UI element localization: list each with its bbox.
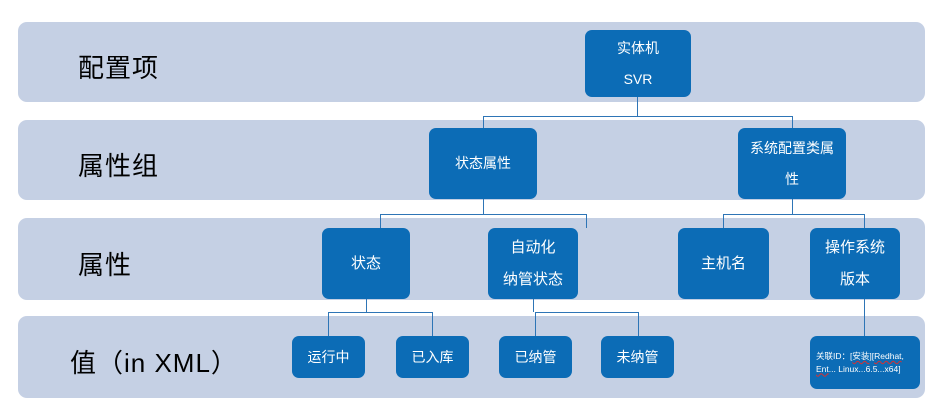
- connector-value-running-down: [328, 312, 329, 336]
- connector-group-sysconfig-down: [792, 116, 793, 128]
- connector-attr-osversion-down: [864, 214, 865, 228]
- node-attr-hostname-line1: 主机名: [700, 254, 746, 272]
- node-value-xml-line1-redhat: Redhat: [874, 351, 902, 362]
- node-value-xml-line1-mid: ][: [869, 351, 875, 362]
- node-attr-os-version[interactable]: 操作系统 版本: [810, 228, 900, 299]
- node-root-physical-server[interactable]: 实体机 SVR: [585, 30, 691, 97]
- connector-sysconfig-group-down: [792, 199, 793, 214]
- connector-attr-state-down: [380, 214, 381, 228]
- node-group-status-attributes[interactable]: 状态属性: [429, 128, 537, 199]
- node-attr-automation-line2: 纳管状态: [502, 270, 563, 288]
- node-value-unmanaged[interactable]: 未纳管: [601, 336, 674, 378]
- node-value-xml-line1-prefix: 关联ID：[: [816, 351, 853, 362]
- band-configuration-item: [18, 22, 925, 102]
- node-attr-automation-line1: 自动化: [510, 239, 556, 257]
- node-value-managed-label: 已纳管: [514, 348, 557, 365]
- connector-status-group-down: [483, 199, 484, 214]
- connector-value-unmanaged-down: [638, 312, 639, 336]
- node-attr-osversion-line2: 版本: [839, 270, 870, 288]
- connector-sysconfig-attr-bus: [723, 214, 864, 215]
- node-value-xml-line1: 关联ID：[安装][Redhat,: [816, 350, 914, 362]
- band-value-xml: [18, 316, 925, 398]
- connector-value-instock-down: [432, 312, 433, 336]
- node-group-sysconfig-line1: 系统配置类属: [750, 140, 834, 157]
- node-attr-state-line1: 状态: [350, 254, 381, 272]
- connector-attr-automation-down: [586, 214, 587, 228]
- connector-automation-value-bus: [535, 312, 638, 313]
- node-value-xml-line2-mid: ... Linux...6.5...x64]: [828, 363, 901, 374]
- connector-status-attr-bus: [380, 214, 586, 215]
- node-value-xml-line1-suffix: ,: [901, 351, 904, 362]
- band-label-value-xml: 值（in XML）: [70, 348, 238, 378]
- connector-group-bus: [483, 116, 792, 117]
- node-value-unmanaged-label: 未纳管: [616, 348, 659, 365]
- node-attr-state[interactable]: 状态: [322, 228, 410, 299]
- band-label-attribute: 属性: [78, 250, 133, 280]
- node-value-managed[interactable]: 已纳管: [499, 336, 572, 378]
- connector-automation-down: [533, 299, 534, 312]
- node-attr-hostname[interactable]: 主机名: [678, 228, 769, 299]
- node-root-line1: 实体机: [617, 40, 659, 57]
- node-attr-osversion-line1: 操作系统: [824, 239, 885, 257]
- connector-osversion-down: [864, 299, 865, 336]
- connector-value-managed-down: [535, 312, 536, 336]
- connector-attr-hostname-down: [723, 214, 724, 228]
- connector-state-value-bus: [328, 312, 432, 313]
- node-root-line2: SVR: [623, 70, 653, 87]
- node-value-os-version-xml[interactable]: 关联ID：[安装][Redhat, Ent... Linux...6.5...x…: [810, 336, 920, 389]
- connector-root-down: [637, 97, 638, 116]
- node-value-running-label: 运行中: [307, 348, 350, 365]
- band-label-attribute-group: 属性组: [78, 151, 160, 181]
- band-label-configuration-item: 配置项: [78, 53, 160, 83]
- node-value-in-stock[interactable]: 已入库: [396, 336, 469, 378]
- node-group-status-line1: 状态属性: [455, 155, 511, 172]
- node-value-xml-line1-install: 安装: [852, 351, 870, 362]
- connector-group-status-down: [483, 116, 484, 128]
- node-value-xml-line2-ent: Ent: [816, 363, 829, 374]
- node-value-running[interactable]: 运行中: [292, 336, 365, 378]
- node-value-xml-line2: Ent... Linux...6.5...x64]: [816, 363, 914, 375]
- node-group-system-config-attributes[interactable]: 系统配置类属 性: [738, 128, 846, 199]
- node-value-instock-label: 已入库: [411, 348, 454, 365]
- node-attr-automation-management-state[interactable]: 自动化 纳管状态: [488, 228, 578, 299]
- band-attribute: [18, 218, 925, 300]
- connector-state-down: [366, 299, 367, 312]
- node-group-sysconfig-line2: 性: [785, 170, 799, 187]
